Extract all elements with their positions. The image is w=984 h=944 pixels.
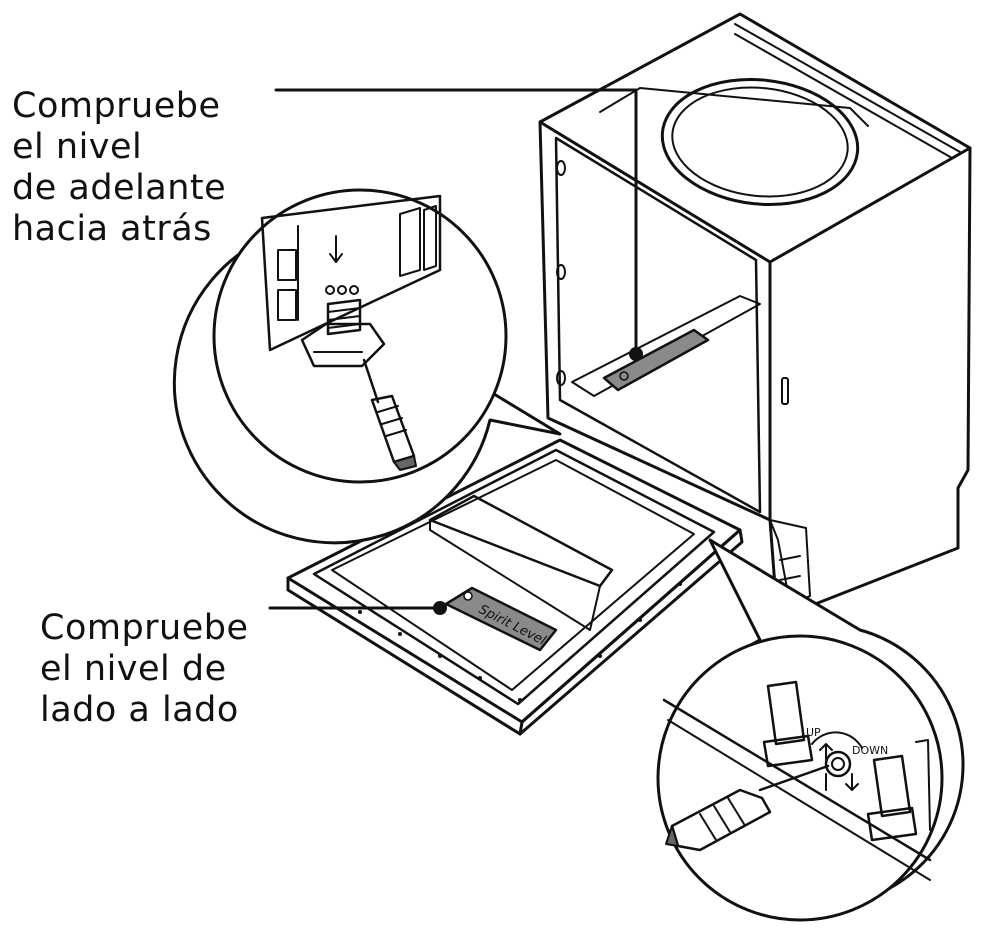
- dishwasher-body: [538, 12, 972, 612]
- magnifier-rear-adjust: [656, 538, 965, 922]
- callout-line: de adelante: [12, 168, 227, 208]
- callout-front-to-back: Compruebe el nivel de adelante hacia atr…: [12, 86, 226, 250]
- callout-line: el nivel de: [40, 649, 227, 689]
- leader-lines: [268, 88, 643, 615]
- callout-side-to-side: Compruebe el nivel de lado a lado: [40, 608, 249, 731]
- down-label: DOWN: [852, 744, 888, 757]
- magnifier-front-leg: [172, 188, 562, 545]
- up-label: UP: [806, 726, 821, 739]
- callout-line: Compruebe: [12, 86, 221, 126]
- dishwasher-door: [286, 438, 744, 736]
- callout-line: hacia atrás: [12, 209, 212, 249]
- callout-line: el nivel: [12, 127, 143, 167]
- callout-line: lado a lado: [40, 690, 239, 730]
- callout-line: Compruebe: [40, 608, 249, 648]
